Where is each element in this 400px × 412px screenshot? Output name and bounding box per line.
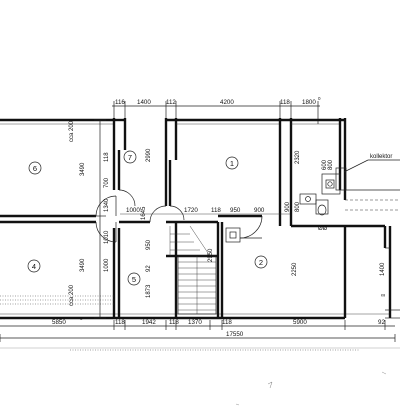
bathroom-fixtures [299,173,341,216]
fixture-label-oo: ØØ [318,226,328,232]
bottom-dim-8: 92 [378,319,385,326]
bottom-dim-3: 1942 [142,319,156,326]
room-marker-4: 4 [27,259,41,273]
side-dimensions: 3490 3490 cca 200 cca 200 [69,119,106,319]
fixture-label-loop: ∞ [381,293,385,299]
outer-walls [0,118,400,320]
room-marker-2: 2 [254,255,268,269]
svg-text:5: 5 [132,275,136,284]
inner-dim-h-4: 118 [211,207,221,214]
lower-reference-lines [0,347,400,406]
inner-dim-v-16: 1400 [380,262,386,276]
top-dim-1: 116 [115,99,125,106]
inner-dim-v-3: 1340 [104,198,110,212]
inner-dim-h-5: 950 [230,207,241,214]
svg-text:6: 6 [33,164,37,173]
top-dim-6: 1800 [302,99,316,106]
svg-text:7: 7 [128,153,132,162]
inner-dim-v-5: 1010 [104,230,110,244]
inner-vertical-dimensions: 700 118 1340 2990 1010 950 1000 92 1873 … [104,148,386,298]
inner-dim-v-8: 92 [146,265,152,272]
svg-text:4: 4 [32,262,36,271]
right-annex [345,189,400,249]
room-marker-5: 5 [127,272,141,286]
inner-dim-v-17: 800 [328,159,334,170]
inner-dim-h-3: 1720 [184,207,198,214]
bottom-dim-7: 5900 [293,319,307,326]
top-dim-5: 118 [280,99,290,106]
side-dim-cca-upper: cca 200 [69,120,75,142]
inner-dim-v-6: 950 [146,239,152,250]
staircase [169,225,217,315]
side-dim-upper: 3490 [80,162,86,176]
side-dim-lower: 3490 [80,258,86,272]
room-marker-6: 6 [28,161,42,175]
collector-label: kollektor [370,154,392,160]
bottom-dim-5: 1370 [188,319,202,326]
inner-dim-v-7: 1000 [104,258,110,272]
top-dim-3: 112 [166,99,176,106]
overall-dimension: 17550 [226,331,244,338]
side-dim-cca-lower: cca 200 [69,284,75,306]
inner-dim-h-2: 1645 [141,206,147,220]
inner-dim-v-4: 2990 [146,148,152,162]
chimney-box [225,227,241,243]
bottom-dim-2: 118 [115,319,125,326]
interior-walls [0,150,340,318]
bottom-dim-4: 118 [169,319,179,326]
inner-dim-h-1: 1000 [126,207,140,214]
inner-dim-v-2: 118 [104,152,110,162]
room-marker-1: 1 [225,156,239,170]
inner-dim-v-14: 800 [295,201,301,212]
inner-dim-v-10: 2950 [208,248,214,262]
svg-text:2: 2 [259,258,263,267]
inner-dim-v-15: 600 [322,159,328,170]
inner-dim-v-11: 2250 [292,262,298,276]
left-hatch-band [0,295,114,305]
inner-dim-h-6: 900 [254,207,265,214]
bottom-dimension-chain: 5850 0 118 1942 118 1370 118 5900 92 175… [0,316,396,342]
bottom-dim-1: 5850 [52,319,66,326]
inner-dim-v-12: 2320 [295,150,301,164]
top-dim-suffix: 0 [318,96,321,101]
inner-horizontal-dimensions: 1000 1645 1720 118 950 900 [120,206,290,220]
room-marker-7: 7 [123,150,137,164]
inner-dim-v-13: 900 [285,201,291,212]
room-markers: 6 7 1 4 5 2 [27,150,268,286]
inner-dim-v-1: 700 [104,177,110,188]
top-dim-2: 1400 [137,99,151,106]
inner-dim-v-9: 1873 [146,284,152,298]
top-dim-4: 4200 [220,99,234,106]
door-swings [95,189,263,243]
collector-callout: kollektor [335,154,400,191]
svg-text:1: 1 [230,159,234,168]
bottom-dim-6: 118 [222,319,232,326]
top-dimension-chain: 116 1400 112 4200 118 1800 0 [112,96,321,124]
bottom-dim-suffix: 0 [80,316,83,321]
